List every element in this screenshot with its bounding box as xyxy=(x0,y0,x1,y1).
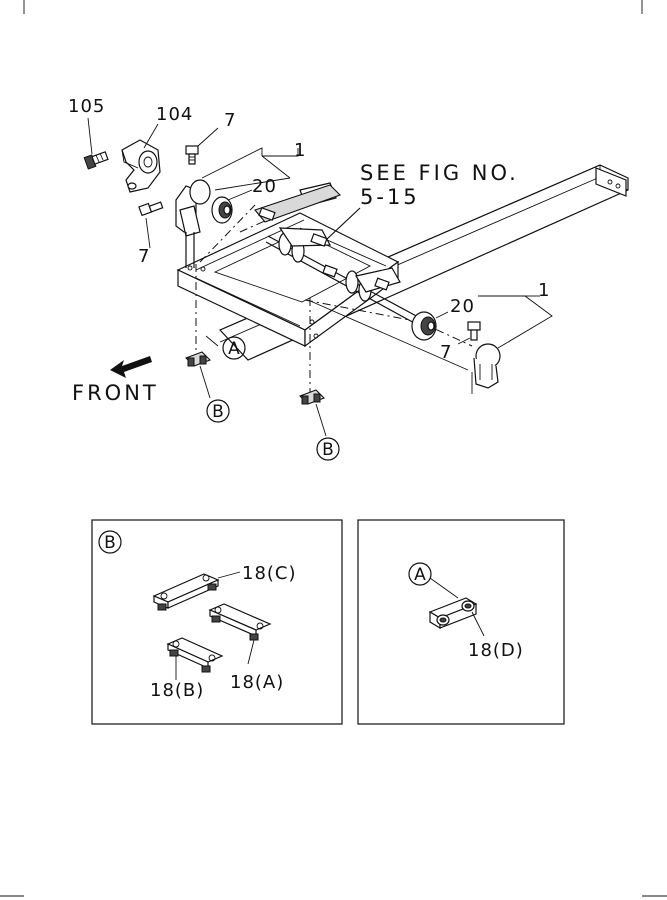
label-1-top: 1 xyxy=(294,140,306,161)
label-7-left: 7 xyxy=(138,246,150,267)
front-label: FRONT xyxy=(72,381,159,405)
label-20-right: 20 xyxy=(450,296,475,317)
ref-b-callout-right: B xyxy=(316,437,340,461)
ref-a-letter: A xyxy=(228,339,240,359)
label-105: 105 xyxy=(68,96,105,117)
bolt-7-top xyxy=(185,145,199,165)
plate-18a xyxy=(208,603,272,665)
pad-b-left xyxy=(185,335,219,399)
bolt-7-left xyxy=(138,201,164,217)
see-fig-line1: SEE FIG NO. xyxy=(360,161,519,185)
mount-left-group xyxy=(83,117,299,268)
detail-a-box: A 18(D) xyxy=(357,519,565,725)
see-fig-line2: 5-15 xyxy=(360,185,420,209)
engine-mount-1-right xyxy=(473,343,501,389)
front-arrow-icon xyxy=(110,356,152,378)
cushion-20-right xyxy=(411,311,437,341)
detail-a-letter: A xyxy=(414,565,426,585)
label-18b: 18(B) xyxy=(150,680,204,701)
bolt-7-right xyxy=(467,321,481,341)
plate-18c xyxy=(152,571,241,611)
label-1-right: 1 xyxy=(538,280,550,301)
label-7-top: 7 xyxy=(224,110,236,131)
bracket-104 xyxy=(121,139,161,193)
label-104: 104 xyxy=(156,104,193,125)
pad-b-right xyxy=(299,389,327,437)
engine-mount-1-top xyxy=(175,179,211,268)
ref-b-letter-right: B xyxy=(322,440,334,460)
detail-b-letter: B xyxy=(104,533,116,553)
ref-b-letter-left: B xyxy=(212,402,224,422)
shaft-assembly xyxy=(254,182,421,326)
label-18c: 18(C) xyxy=(242,563,297,584)
plate-18b xyxy=(166,637,224,680)
label-20-top: 20 xyxy=(252,176,277,197)
bracket-18d xyxy=(428,597,485,637)
bolt-105 xyxy=(83,151,109,170)
ref-a-callout: A xyxy=(222,336,246,360)
label-7-right: 7 xyxy=(440,342,452,363)
ref-b-callout-left: B xyxy=(206,399,230,423)
cushion-20-top xyxy=(211,196,233,224)
label-18d: 18(D) xyxy=(468,640,524,661)
label-18a: 18(A) xyxy=(230,672,284,693)
mount-right-group xyxy=(307,295,553,394)
chassis-frame xyxy=(176,164,629,392)
detail-b-box: B xyxy=(91,519,343,725)
